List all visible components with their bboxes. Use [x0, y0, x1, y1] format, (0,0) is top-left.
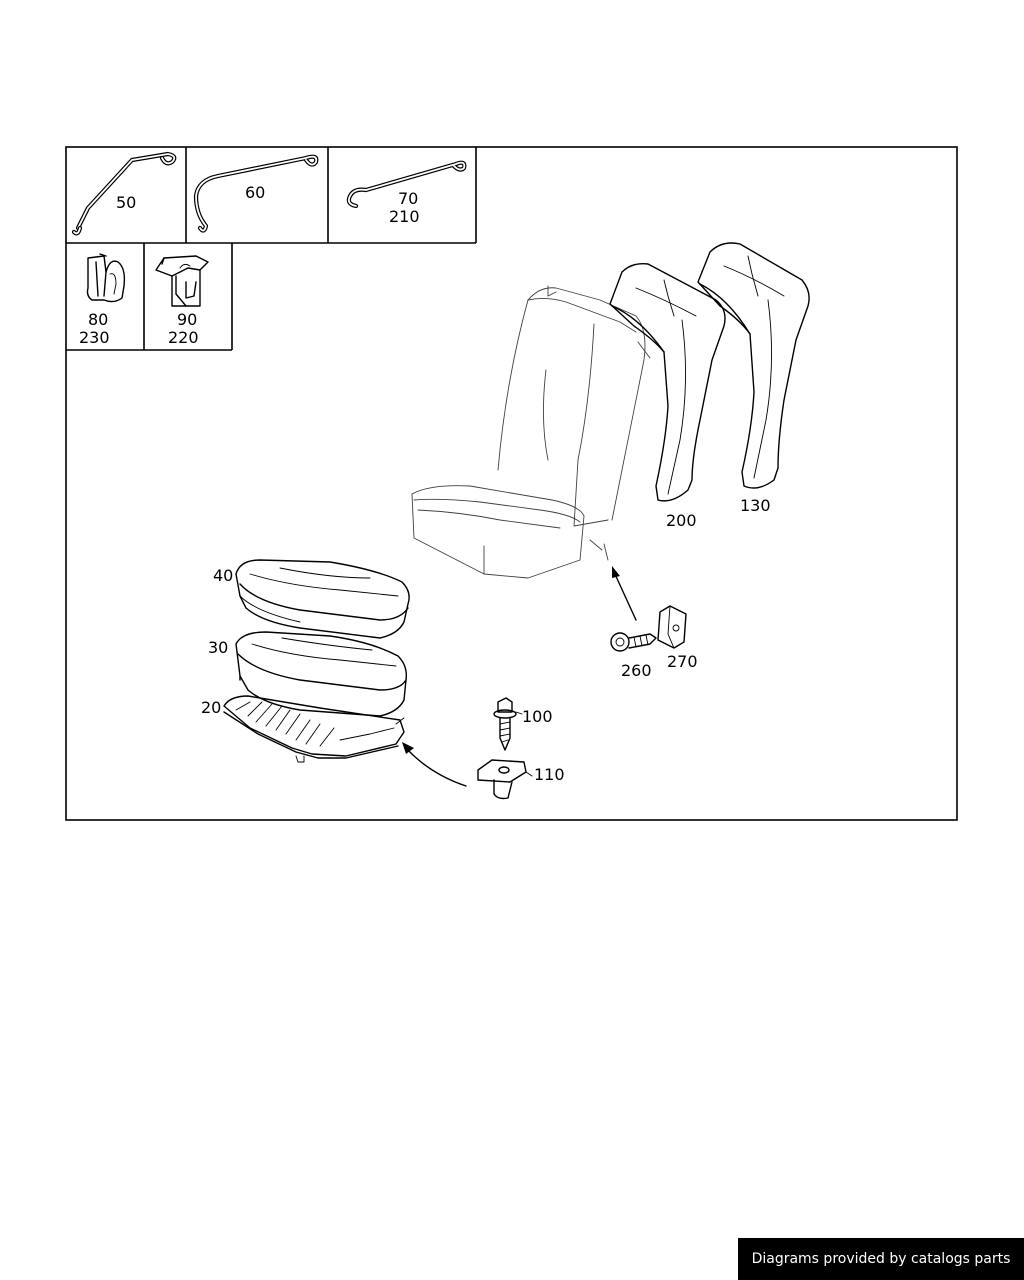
- label-part-260: 260: [621, 661, 652, 680]
- label-part-50: 50: [116, 193, 136, 212]
- label-part-220: 220: [168, 328, 199, 347]
- label-part-80: 80: [88, 310, 108, 329]
- backrest-cushion-130-illustration: [697, 242, 810, 489]
- wire-part-70-illustration: [346, 160, 467, 209]
- label-part-230: 230: [79, 328, 110, 347]
- label-part-200: 200: [666, 511, 697, 530]
- label-part-20: 20: [201, 698, 221, 717]
- footer-credit: Diagrams provided by catalogs parts: [738, 1238, 1024, 1280]
- seat-cushion-30-illustration: [235, 631, 408, 717]
- arrow-to-seat-frame: [402, 742, 467, 787]
- screw-100-illustration: [493, 697, 523, 751]
- label-part-60: 60: [245, 183, 265, 202]
- seat-cushion-40-illustration: [235, 559, 410, 639]
- arrow-to-backrest: [612, 566, 637, 621]
- label-part-90: 90: [177, 310, 197, 329]
- label-part-70: 70: [398, 189, 418, 208]
- screw-260-illustration: [610, 632, 657, 652]
- label-part-110: 110: [534, 765, 565, 784]
- label-part-40: 40: [213, 566, 233, 585]
- clip-nut-110-illustration: [477, 759, 533, 800]
- label-part-210: 210: [389, 207, 420, 226]
- label-part-130: 130: [740, 496, 771, 515]
- inset-grid: [66, 147, 477, 351]
- diagram-frame: [65, 146, 958, 821]
- clip-270-illustration: [657, 605, 687, 649]
- clip-part-90-illustration: [155, 255, 209, 307]
- seat-assembly-outline-illustration: [411, 285, 651, 579]
- clip-part-80-illustration: [86, 253, 126, 303]
- seat-frame-20-illustration: [223, 695, 405, 763]
- wire-part-50-illustration: [71, 151, 177, 236]
- label-part-270: 270: [667, 652, 698, 671]
- wire-part-60-illustration: [193, 154, 319, 233]
- label-part-30: 30: [208, 638, 228, 657]
- label-part-100: 100: [522, 707, 553, 726]
- backrest-cover-200-illustration: [609, 262, 726, 502]
